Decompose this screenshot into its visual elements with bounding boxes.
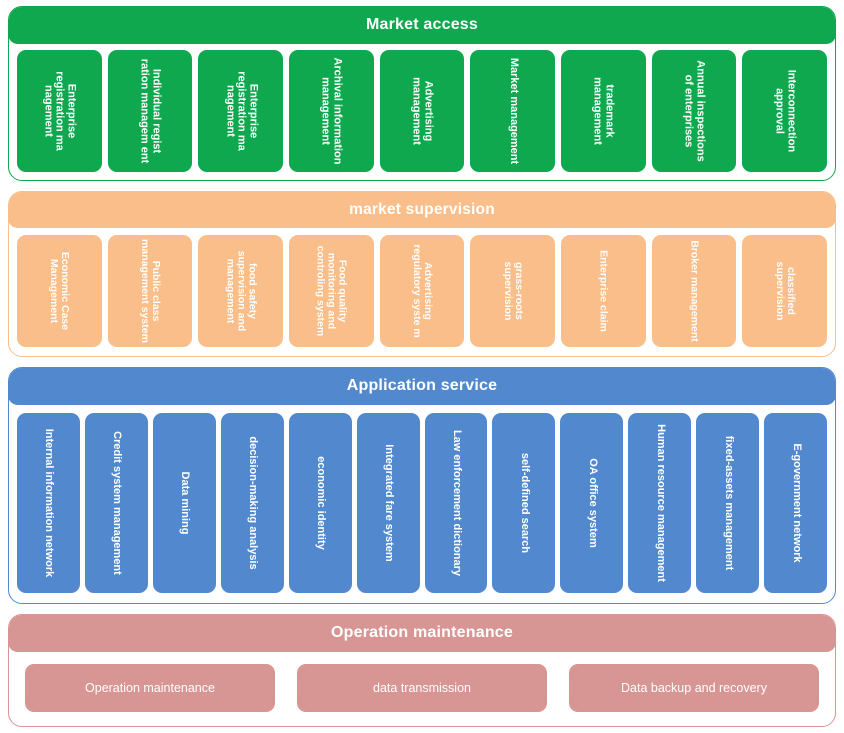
chip-market-supervision-4[interactable]: Food quality monitoring and controling s…: [289, 235, 374, 347]
chip-application-service-7[interactable]: Law enforcement dictionary: [424, 413, 488, 594]
chip-market-supervision-1[interactable]: Economic Case Management: [17, 235, 102, 347]
chip-application-service-8[interactable]: self-defined search: [492, 413, 556, 594]
section-title-market-supervision: market supervision: [9, 192, 835, 229]
chip-application-service-3[interactable]: Data mining: [152, 413, 216, 594]
chip-application-service-4[interactable]: decision-making analysis: [220, 413, 284, 594]
section-application-service: Application service Internal information…: [8, 367, 836, 605]
chip-application-service-9[interactable]: OA office system: [560, 413, 624, 594]
chip-label: Credit system management: [111, 431, 124, 575]
section-market-access: Market access Enterprise registration ma…: [8, 6, 836, 182]
chip-market-access-5[interactable]: Advertising management: [379, 50, 465, 173]
chip-application-service-12[interactable]: E-government network: [764, 413, 828, 594]
chip-label: Broker management: [688, 240, 701, 342]
chip-label: Enterprise registration ma nagement: [223, 71, 259, 151]
section-market-supervision: market supervision Economic Case Managem…: [8, 191, 836, 357]
chip-label: trademark management: [592, 77, 616, 146]
chip-market-supervision-8[interactable]: Broker management: [651, 235, 737, 347]
chip-label: Market management: [507, 58, 520, 165]
chip-market-access-1[interactable]: Enterprise registration ma nagement: [17, 50, 102, 173]
section-title-market-access: Market access: [9, 7, 835, 44]
chip-operation-maintenance-3[interactable]: Data backup and recovery: [569, 664, 819, 713]
chip-label: Advertising regulatory syste m: [411, 244, 435, 338]
chip-label: Annual inspections of enterprises: [683, 60, 707, 162]
chip-label: economic identity: [314, 456, 327, 550]
chip-label: Interconnection approval: [773, 69, 798, 153]
chip-label: Food quality monitoring and controling s…: [314, 246, 349, 337]
chip-label: Enterprise claim: [597, 250, 610, 333]
chip-application-service-1[interactable]: Internal information network: [17, 413, 80, 594]
chip-market-access-8[interactable]: Annual inspections of enterprises: [651, 50, 737, 173]
section-title-operation-maintenance: Operation maintenance: [9, 615, 835, 653]
chip-application-service-5[interactable]: economic identity: [288, 413, 352, 594]
chip-market-access-9[interactable]: Interconnection approval: [742, 50, 828, 173]
chip-label: Archival information management: [320, 57, 344, 165]
chip-label: Economic Case Management: [48, 252, 72, 331]
chip-application-service-2[interactable]: Credit system management: [84, 413, 148, 594]
chip-operation-maintenance-2[interactable]: data transmission: [297, 664, 547, 713]
chip-label: classified supervision: [773, 261, 797, 321]
chip-market-supervision-7[interactable]: Enterprise claim: [561, 235, 646, 347]
chip-application-service-11[interactable]: fixed-assets management: [696, 413, 760, 594]
chip-label: grass-roots supervision: [501, 261, 525, 321]
chip-label: Enterprise registration ma nagement: [42, 71, 78, 151]
chip-market-supervision-5[interactable]: Advertising regulatory syste m: [379, 235, 465, 347]
section-body-market-access: Enterprise registration ma nagement Indi…: [9, 44, 835, 180]
chip-label: Law enforcement dictionary: [450, 430, 463, 577]
chip-label: decision-making analysis: [246, 436, 259, 570]
chip-market-access-3[interactable]: Enterprise registration ma nagement: [198, 50, 284, 173]
chip-label: self-defined search: [518, 453, 531, 554]
chip-application-service-10[interactable]: Human resource management: [628, 413, 692, 594]
chip-label: Integrated fare system: [382, 444, 395, 562]
chip-market-supervision-2[interactable]: Public class management system: [107, 235, 193, 347]
chip-label: Data mining: [179, 471, 192, 535]
chip-label: Human resource management: [654, 424, 667, 583]
chip-label: fixed-assets management: [722, 435, 735, 571]
chip-market-supervision-9[interactable]: classified supervision: [742, 235, 828, 347]
chip-application-service-6[interactable]: Integrated fare system: [356, 413, 420, 594]
chip-market-access-2[interactable]: Individual regist ration managem ent: [107, 50, 193, 173]
chip-operation-maintenance-1[interactable]: Operation maintenance: [25, 664, 275, 713]
chip-label: Individual regist ration managem ent: [139, 58, 163, 164]
chip-market-access-4[interactable]: Archival information management: [289, 50, 374, 173]
chip-label: OA office system: [586, 458, 599, 548]
section-body-market-supervision: Economic Case Management Public class ma…: [9, 228, 835, 356]
chip-market-access-6[interactable]: Market management: [470, 50, 556, 173]
chip-label: Public class management system: [139, 239, 163, 344]
chip-market-access-7[interactable]: trademark management: [561, 50, 646, 173]
section-title-application-service: Application service: [9, 368, 835, 405]
section-body-application-service: Internal information network Credit syst…: [9, 405, 835, 603]
section-body-operation-maintenance: Operation maintenance data transmission …: [9, 652, 835, 726]
chip-label: food safety supervision and management: [224, 250, 259, 332]
chip-label: Internal information network: [43, 428, 56, 578]
chip-market-supervision-3[interactable]: food safety supervision and management: [198, 235, 284, 347]
chip-label: Advertising management: [411, 77, 435, 146]
section-operation-maintenance: Operation maintenance Operation maintena…: [8, 614, 836, 727]
chip-label: E-government network: [790, 443, 803, 563]
chip-market-supervision-6[interactable]: grass-roots supervision: [470, 235, 556, 347]
